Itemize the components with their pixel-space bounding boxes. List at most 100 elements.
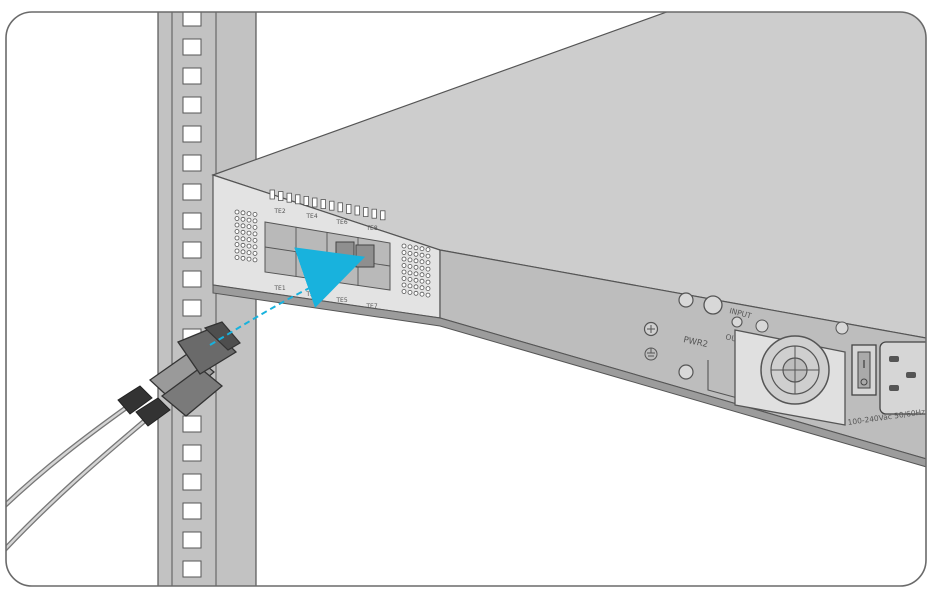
vent-hole [425,260,431,266]
rail-hole [182,241,202,259]
vent-hole [401,282,407,288]
vent-hole [401,276,407,281]
device-bottom-edge [212,284,926,471]
vent-hole [252,224,258,230]
vent-hole [413,264,419,270]
rear-panel: PWR2 INPUT OUTPUT [643,292,926,427]
vent-hole [246,211,252,217]
port-label-te7: TE7 [365,303,377,310]
vent-hole [413,284,419,290]
vent-hole [246,224,252,230]
vent-hole [413,290,419,296]
fiber-cable [6,402,150,562]
vent-right [401,243,431,298]
vent-hole [234,222,240,228]
vent-hole [407,276,413,282]
fan-icon [734,319,849,426]
vent-hole [425,286,431,292]
led-indicator [346,203,352,214]
vent-hole [246,250,252,256]
led-indicator [278,191,284,202]
power-switch-icon [851,344,877,396]
vent-hole [425,266,431,272]
vent-hole [407,244,413,250]
vent-hole [419,278,425,284]
port-label-te8: TE8 [365,225,377,232]
vent-hole [419,272,425,278]
ground-icon [643,321,659,361]
rail-hole [182,531,202,549]
vent-hole [413,258,419,264]
vent-hole [419,265,425,271]
vent-hole [246,237,252,243]
vent-hole [246,217,252,223]
vent-hole [234,235,240,241]
vent-left [234,209,258,263]
rail-hole [182,212,202,230]
rail-hole [182,154,202,172]
vent-hole [407,270,413,276]
led-indicator [354,205,360,216]
vent-hole [419,259,425,265]
vent-hole [401,263,407,268]
vent-hole [234,242,240,247]
vent-hole [252,231,258,237]
vent-hole [234,229,240,234]
vent-hole [407,250,413,256]
vent-hole [413,277,419,283]
vent-hole [425,247,431,253]
vent-hole [407,283,413,289]
vent-hole [240,242,246,248]
port-label-te6: TE6 [335,219,347,226]
frame-border [5,11,927,587]
vent-hole [419,285,425,291]
ac-socket-icon [879,341,926,415]
vent-hole [252,250,258,256]
vent-hole [419,291,425,297]
insertion-guide [209,247,366,346]
vent-hole [234,216,240,221]
vent-hole [252,244,258,250]
rail-hole [182,183,202,201]
led-indicator [371,208,377,219]
vent-hole [246,243,252,249]
vent-hole [246,256,252,262]
vent-hole [240,210,246,216]
port-label-te5: TE5 [335,297,347,304]
vent-hole [419,246,425,252]
rail-hole [182,415,202,433]
vent-hole [413,271,419,277]
vent-hole [401,289,407,294]
rail-hole [182,12,202,27]
port-label-te3: TE3 [305,291,317,298]
vent-hole [240,223,246,229]
port-label-te2: TE2 [273,208,285,215]
rail-hole [182,502,202,520]
vent-hole [425,279,431,285]
vent-hole [240,229,246,235]
port-label-te4: TE4 [305,213,317,220]
vent-hole [407,263,413,269]
vent-hole [240,236,246,242]
rail-hole [182,299,202,317]
vent-hole [240,249,246,255]
rail-hole [182,444,202,462]
led-indicator [286,192,292,203]
rack-rail [157,12,257,586]
vent-hole [240,255,246,261]
insertion-arrow-icon [294,247,366,308]
led-indicator [329,200,335,211]
lc-connector [117,321,241,427]
vent-hole [240,216,246,222]
vent-hole [407,289,413,295]
vent-hole [252,237,258,243]
vent-hole [425,253,431,259]
vent-hole [407,257,413,263]
led-indicator [303,195,309,206]
vent-hole [401,256,407,262]
led-indicator [380,210,386,221]
vent-hole [234,255,240,260]
rail-hole [182,125,202,143]
